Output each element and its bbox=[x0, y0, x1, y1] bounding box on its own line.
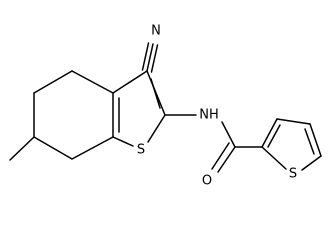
bond-t5-s bbox=[301, 155, 322, 171]
bond-c6-c7 bbox=[33, 136, 73, 160]
atom-label-sulfur-left: S bbox=[137, 143, 145, 158]
bond-s-t2 bbox=[261, 146, 287, 170]
atom-label-sulfur-right: S bbox=[289, 167, 297, 182]
bond-t2-t3 bbox=[261, 118, 278, 148]
bond-c3a-c4 bbox=[71, 70, 114, 94]
bond-t2-t3-double bbox=[267, 124, 281, 148]
bond-t3-t4 bbox=[276, 118, 311, 125]
bond-c3-c2-double bbox=[150, 78, 161, 109]
nitrile-triple-bond bbox=[141, 42, 159, 73]
bond-c2-s1 bbox=[147, 114, 166, 143]
bond-c3-c3a bbox=[112, 70, 148, 94]
bond-carbonyl-double-b bbox=[211, 142, 230, 170]
atom-label-amide-nh: NH bbox=[199, 108, 219, 123]
atom-label-carbonyl-o: O bbox=[202, 174, 212, 189]
bond-carbonyl-double-a bbox=[217, 146, 236, 173]
atom-label-nitrile-n: N bbox=[151, 24, 161, 39]
bond-c4-c5 bbox=[33, 70, 73, 94]
molecule-structure: N S NH O S bbox=[9, 24, 322, 189]
bond-t4-t5-double bbox=[304, 128, 315, 155]
bond-s1-c7a bbox=[112, 136, 134, 147]
bond-c7-c7a bbox=[71, 136, 114, 160]
bond-methyl bbox=[9, 136, 35, 161]
bond-t4-t5 bbox=[309, 123, 322, 157]
bond-nh-carbonyl-c bbox=[221, 121, 236, 148]
